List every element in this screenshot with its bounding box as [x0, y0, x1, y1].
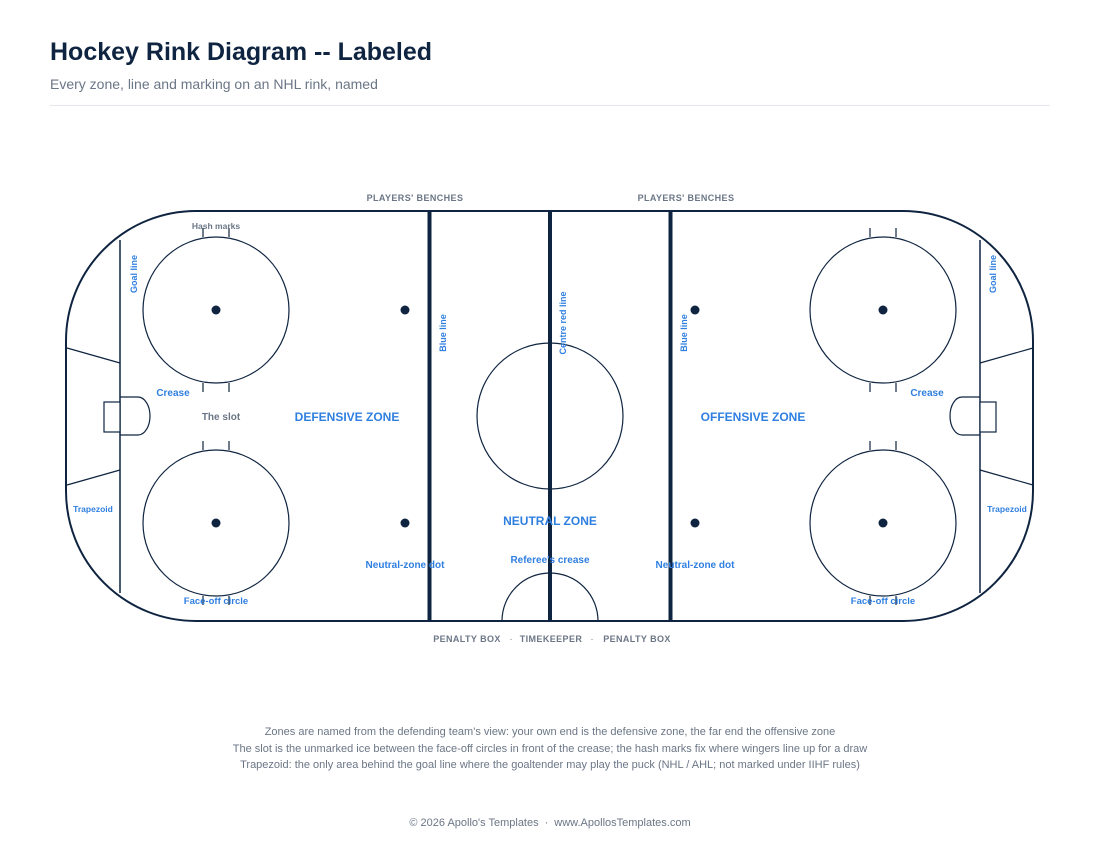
faceoff-circle-left-bottom — [142, 449, 290, 597]
trapezoid-line-right-top — [979, 347, 1034, 364]
penalty-box-label: PENALTY BOX — [603, 634, 671, 644]
neutral-zone-dot-label-left: Neutral-zone dot — [366, 560, 446, 571]
timekeeper-label: TIMEKEEPER — [520, 634, 583, 644]
players-benches-label: PLAYERS' BENCHES — [367, 193, 464, 203]
page-title: Hockey Rink Diagram -- Labeled — [50, 38, 433, 66]
note-line: Zones are named from the defending team'… — [264, 726, 836, 738]
bottom-separator: · — [510, 634, 513, 644]
footer-separator: · — [544, 817, 549, 829]
faceoff-dot — [878, 305, 888, 315]
neutral-zone-dot — [690, 518, 700, 528]
trapezoid-label-left: Trapezoid — [73, 504, 113, 514]
trapezoid-line-left-bottom — [66, 469, 121, 486]
trapezoid-label-right: Trapezoid — [987, 504, 1027, 514]
neutral-zone-dot — [690, 305, 700, 315]
faceoff-circle-label-right: Face-off circle — [851, 596, 915, 607]
bottom-separator: · — [591, 634, 594, 644]
notes: Zones are named from the defending team'… — [0, 724, 1100, 774]
goal-line-label-right: Goal line — [988, 255, 998, 293]
website-link[interactable]: www.ApollosTemplates.com — [554, 817, 691, 829]
referees-crease-label: Referee's crease — [510, 555, 590, 566]
blue-line-label-left: Blue line — [438, 314, 448, 352]
note-line: The slot is the unmarked ice between the… — [232, 742, 868, 755]
faceoff-circle-right-top — [809, 236, 957, 384]
copyright-text: © 2026 Apollo's Templates — [409, 817, 539, 829]
header-divider — [50, 105, 1050, 106]
blue-line-label-right: Blue line — [679, 314, 689, 352]
defensive-zone-label: DEFENSIVE ZONE — [295, 410, 400, 424]
faceoff-circle-left-top — [142, 236, 290, 384]
hash-marks-label: Hash marks — [192, 221, 240, 231]
neutral-zone-dot — [400, 518, 410, 528]
penalty-box-label: PENALTY BOX — [433, 634, 501, 644]
offensive-zone-label: OFFENSIVE ZONE — [701, 410, 806, 424]
goal-net-right — [979, 401, 997, 433]
goal-line-label-left: Goal line — [129, 255, 139, 293]
trapezoid-line-right-bottom — [979, 469, 1034, 486]
faceoff-dot — [211, 518, 221, 528]
slot-label: The slot — [202, 412, 241, 423]
faceoff-circle-label-left: Face-off circle — [184, 596, 248, 607]
note-line: Trapezoid: the only area behind the goal… — [240, 759, 860, 771]
neutral-zone-dot-label-right: Neutral-zone dot — [656, 560, 736, 571]
hash-marks — [202, 228, 897, 605]
neutral-zone-label: NEUTRAL ZONE — [503, 514, 597, 528]
faceoff-circle-right-bottom — [809, 449, 957, 597]
page-subtitle: Every zone, line and marking on an NHL r… — [50, 76, 378, 92]
crease-label-left: Crease — [156, 388, 190, 399]
faceoff-dot — [211, 305, 221, 315]
faceoff-dot — [878, 518, 888, 528]
trapezoid-line-left-top — [66, 347, 121, 364]
goal-crease-left — [120, 396, 151, 436]
neutral-zone-dot — [400, 305, 410, 315]
crease-label-right: Crease — [910, 388, 944, 399]
centre-red-line-label: Centre red line — [558, 291, 568, 354]
footer: © 2026 Apollo's Templates · www.ApollosTem… — [0, 817, 1100, 829]
goal-crease-right — [949, 396, 980, 436]
players-benches-label: PLAYERS' BENCHES — [638, 193, 735, 203]
goal-net-left — [103, 401, 121, 433]
